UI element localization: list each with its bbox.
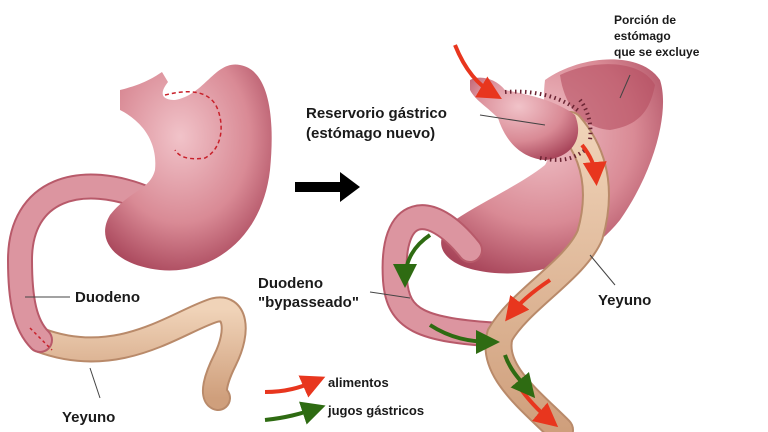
- duodenum-label: Duodeno: [75, 289, 140, 306]
- leader-lines: [25, 74, 631, 399]
- bypassed-duodenum-label: Duodeno "bypasseado": [258, 275, 359, 311]
- legend-food-arrow-icon: [264, 375, 326, 398]
- jejunum-label-left: Yeyuno: [62, 409, 115, 426]
- transition-arrow: [295, 172, 360, 202]
- excluded-portion-label: Porción de estómago que se excluye: [614, 13, 700, 59]
- legend-juices-arrow-icon: [264, 401, 326, 425]
- jejunum-label-right: Yeyuno: [598, 292, 651, 309]
- normal-stomach: [6, 64, 272, 411]
- legend-food-label: alimentos: [328, 375, 389, 390]
- gastric-pouch-label: Reservorio gástrico (estómago nuevo): [306, 105, 451, 142]
- bypass-stomach: [381, 44, 664, 432]
- legend-juices-label: jugos gástricos: [327, 403, 424, 418]
- legend: alimentos jugos gástricos: [264, 375, 424, 425]
